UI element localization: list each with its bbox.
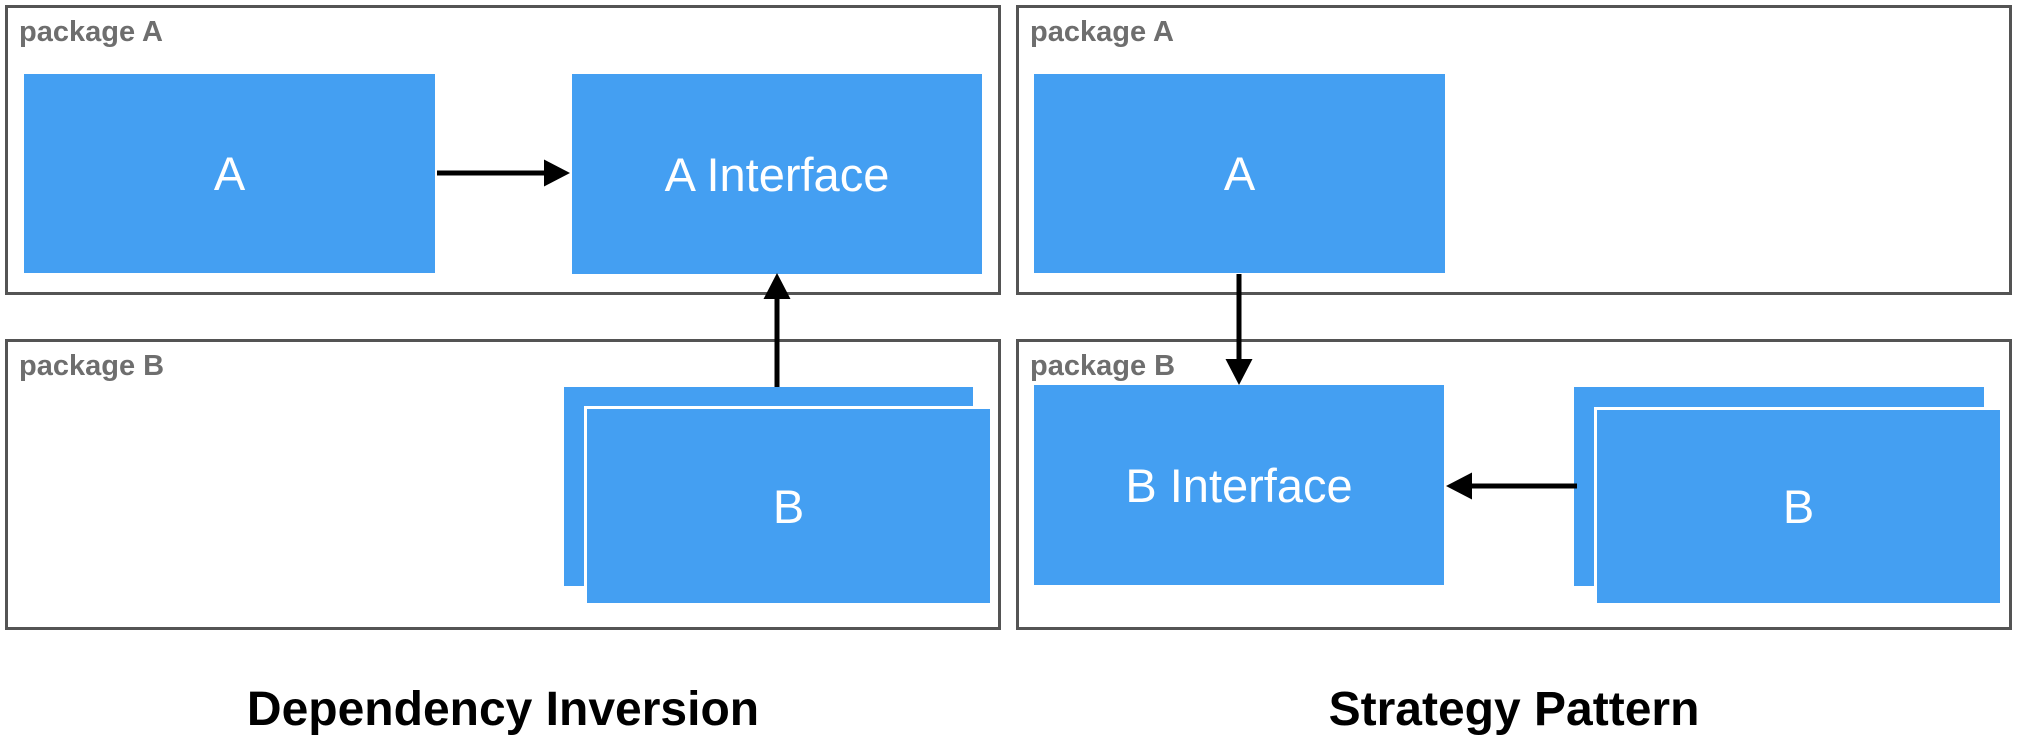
title-strategy-pattern: Strategy Pattern	[1328, 683, 1700, 736]
box-b-right-label: B	[1782, 480, 1815, 533]
box-a-right-label: A	[1223, 147, 1256, 200]
title-dependency-inversion: Dependency Inversion	[246, 683, 760, 736]
box-a-left: A	[24, 74, 435, 273]
package-b-left-label: package B	[19, 350, 165, 382]
package-b-left-container: package B	[5, 339, 1001, 630]
box-a-interface: A Interface	[572, 74, 982, 274]
box-b-left-label: B	[772, 479, 805, 533]
box-b-interface: B Interface	[1034, 385, 1444, 585]
package-b-right-container: package B	[1016, 339, 2012, 630]
box-b-right-front: B	[1594, 407, 2003, 606]
box-b-left-front: B	[584, 406, 993, 606]
box-a-interface-label: A Interface	[664, 147, 890, 201]
package-b-right-label: package B	[1030, 350, 1176, 382]
box-a-right: A	[1034, 74, 1445, 273]
package-a-right-container: package A	[1016, 5, 2012, 295]
package-a-right-label: package A	[1030, 16, 1174, 48]
package-a-left-label: package A	[19, 16, 163, 48]
box-b-interface-label: B Interface	[1125, 458, 1353, 512]
package-a-left-container: package A	[5, 5, 1001, 295]
box-a-left-label: A	[213, 147, 246, 200]
